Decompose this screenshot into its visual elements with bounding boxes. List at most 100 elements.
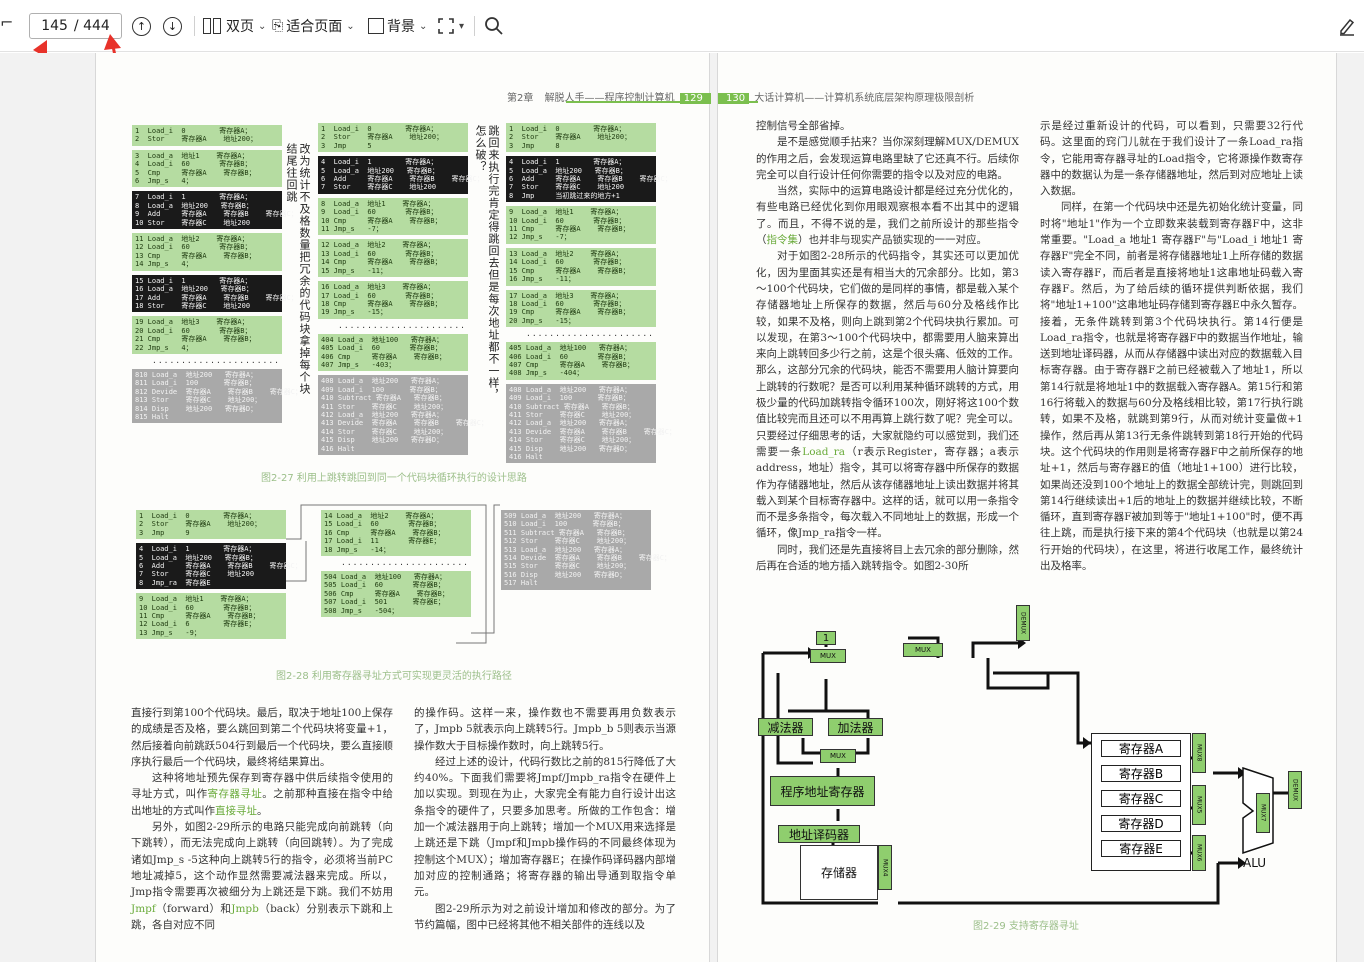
flow-line (286, 541, 307, 582)
current-page: 145 (41, 18, 68, 34)
right-page-number: 130 (718, 93, 750, 104)
fit-page-button[interactable]: ⎘ 适合页面 ⌄ (272, 13, 355, 39)
paragraph: 同样，在第一个代码块中还是先初始化统计变量，同时将"地址1"作为一个立即数来装载… (1040, 201, 1303, 573)
code-block: 504 Load_a 地址100 寄存器A； 505 Load_i 60 寄存器… (321, 571, 471, 618)
code-block: 15 Load_i 1 寄存器A； 16 Load_a 地址200 寄存器B； … (132, 274, 298, 313)
wire (761, 653, 878, 905)
mux8: MUX8 (1192, 733, 1206, 773)
code-block: 1 Load_i 0 寄存器A； 2 Stor 寄存器A 地址200； 3 Jm… (318, 123, 468, 153)
text-run: （back）分别表示下跳和上跳，各自对应不同 (131, 902, 393, 931)
background-button[interactable]: 背景 ⌄ (368, 13, 427, 39)
code-block: 1 Load_i 0 寄存器A； 2 Stor 寄存器A 地址200； 3 Jm… (506, 123, 656, 153)
wire-arrowhead (1238, 857, 1246, 869)
fullscreen-button[interactable]: ▾ (437, 13, 464, 39)
address-decoder-box: 地址译码器 (778, 825, 860, 843)
register-c: 寄存器C (1101, 790, 1181, 807)
wire-arrowhead (1083, 737, 1091, 749)
paragraph: 直接行到第100个代码块。最后，取决于地址100上保存的成绩是否及格，要么跳回到… (131, 707, 393, 768)
mux4: MUX4 (878, 845, 892, 890)
code-block: 1 Load_i 0 寄存器A； 2 Stor 寄存器A 地址200； (132, 125, 282, 146)
code-block: 3 Load_a 地址1 寄存器A； 4 Load_i 60 寄存器B； 5 C… (132, 149, 282, 188)
register-file: 寄存器A 寄存器B 寄存器C 寄存器D 寄存器E (1091, 733, 1191, 871)
term-instruction-set: 指令集 (766, 234, 799, 247)
paragraph: 当然，实际中的运算电路设计都是经过充分优化的，有些电路已经优化到你用眼观察根本看… (756, 183, 1019, 248)
demux-top: DEMUX (1016, 605, 1030, 641)
header-rule (566, 101, 711, 103)
paragraph: 对于如图2-28所示的代码指令，其实还可以更加优化，因为里面其实还是有相当大的冗… (756, 248, 1019, 541)
text-run: 当然，实际中的运算电路设计都是经过充分优化的，有些电路已经优化到你用眼观察根本看… (756, 185, 1019, 247)
code-block: 19 Load_a 地址3 寄存器A； 20 Load_i 60 寄存器B； 2… (132, 316, 282, 354)
chapter-label: 第2章 (507, 93, 534, 104)
figure-2-29-caption: 图2-29 支持寄存器寻址 (973, 921, 1079, 932)
paragraph: 示是经过重新设计的代码，可以看到，只需要32行代码。这里面的窍门儿就在于我们设计… (1040, 120, 1303, 198)
code-block: 1 Load_i 0 寄存器A； 2 Stor 寄存器A 地址200； 3 Jm… (136, 510, 286, 540)
paragraph: 另外，如图2-29所示的电路只能完成向前跳转（向下跳转），而无法完成向上跳转（向… (131, 819, 393, 933)
figure-2-27-note-2: 跳回来执行完肯定得跳回去但是每次地址都不一样，怎么破？ (474, 125, 500, 401)
prev-page-button[interactable]: ↑ (132, 13, 151, 39)
wire (993, 671, 1091, 745)
term-jmpf: Jmpf (131, 902, 156, 915)
book-title: 大话计算机——计算机系统底层架构原理极限剖析 (754, 93, 975, 104)
code-block: 16 Load_a 地址3 寄存器A； 17 Load_i 60 寄存器B； 1… (318, 281, 468, 319)
toolbar-divider (194, 16, 195, 36)
register-e: 寄存器E (1101, 840, 1181, 857)
search-button[interactable] (484, 13, 504, 39)
left-running-header: 第2章 解脱人手——程序控制计算机 129 (507, 89, 711, 104)
right-page-text-column-1: 控制信号全部省掉。 是不是感觉顺手拈来？当你深刻理解MUX/DEMUX的作用之后… (756, 118, 1019, 574)
code-block: 17 Load_a 地址3 寄存器A； 18 Load_i 60 寄存器B； 1… (506, 289, 656, 328)
chevron-down-icon: ⌄ (419, 20, 428, 32)
code-block: 12 Load_a 地址2 寄存器A； 13 Load_i 60 寄存器B； 1… (318, 239, 468, 278)
chevron-down-icon: ▾ (459, 20, 465, 32)
figure-2-28-column-1: 1 Load_i 0 寄存器A； 2 Stor 寄存器A 地址200； 3 Jm… (136, 510, 302, 643)
edit-button[interactable] (1338, 13, 1356, 39)
term-direct-addressing: 直接寻址 (215, 804, 257, 817)
page-number-input[interactable]: 145 / 444 (29, 13, 122, 39)
mux-top-1: MUX (810, 649, 846, 663)
mux5: MUX5 (1192, 785, 1206, 825)
demux-right: DEMUX (1288, 771, 1302, 809)
ellipsis-dots: ······················ (338, 322, 466, 332)
figure-2-27-column-1: 1 Load_i 0 寄存器A； 2 Stor 寄存器A 地址200； 3 Loa… (132, 125, 302, 427)
register-a: 寄存器A (1101, 740, 1181, 757)
constant-one-box: 1 (816, 631, 836, 645)
text-run: ）也并非与现实产品锁实现的一一对应。 (798, 234, 987, 247)
text-run: （r表示Register，寄存器；a表示address，地址）指令，其可以将寄存… (756, 445, 1019, 540)
fit-page-label: 适合页面 (286, 19, 343, 35)
text-run: （forward）和 (155, 902, 232, 915)
document-viewer[interactable]: 第2章 解脱人手——程序控制计算机 129 1 Load_i 0 寄存器A； 2… (0, 53, 1364, 962)
ellipsis-dots: ······················ (152, 357, 280, 367)
flow-line (286, 504, 487, 644)
next-page-button[interactable]: ↓ (163, 13, 182, 39)
left-page-text-column-1: 直接行到第100个代码块。最后，取决于地址100上保存的成绩是否及格，要么跳回到… (131, 705, 393, 933)
adder-box: 加法器 (828, 718, 883, 736)
code-block: 9 Load_a 地址1 寄存器A； 10 Load_i 60 寄存器B； 11… (506, 206, 656, 244)
wire (986, 658, 1050, 690)
wire (971, 641, 1018, 658)
fullscreen-icon (438, 18, 454, 34)
subtractor-box: 减法器 (758, 718, 813, 736)
paragraph: 的操作码。这样一来，操作数也不需要再用负数表示了，Jmpb 5就表示向上跳转5行… (414, 707, 676, 752)
background-icon (368, 18, 384, 34)
code-block: 404 Load_a 地址100 寄存器A； 405 Load_i 60 寄存器… (318, 333, 468, 372)
ellipsis-dots: ······················ (526, 331, 654, 341)
left-page-number: 129 (679, 93, 711, 104)
ellipsis-dots: ······················ (341, 560, 469, 570)
paragraph: 图2-29所示为对之前设计增加和修改的部分。为了节约篇幅，图中已经将其他不相关部… (414, 902, 676, 931)
code-block: 4 Load_i 1 寄存器A； 5 Load_a 地址200 寄存器B； 6 … (506, 156, 672, 203)
chevron-down-icon: ⌄ (258, 20, 267, 32)
term-register-addressing: 寄存器寻址 (207, 788, 263, 801)
red-arrowhead-right (104, 34, 121, 50)
program-counter-register: 程序地址寄存器 (770, 776, 875, 806)
dual-page-button[interactable]: 双页 ⌄ (203, 13, 266, 39)
figure-2-27-column-3: 1 Load_i 0 寄存器A； 2 Stor 寄存器A 地址200； 3 Jm… (506, 123, 676, 467)
background-label: 背景 (387, 19, 415, 35)
figure-2-29-diagram: 1 MUX MUX DEMUX 减法器 加法器 MUX 程序地址寄存器 地址译码… (748, 605, 1308, 913)
paragraph: 这种将地址预先保存到寄存器中供后续指令使用的寻址方式，叫作寄存器寻址。之前那种直… (131, 770, 393, 819)
wire-arrowhead (1238, 767, 1246, 779)
right-page-text-column-2: 示是经过重新设计的代码，可以看到，只需要32行代码。这里面的窍门儿就在于我们设计… (1040, 118, 1303, 574)
text-run: 这种将地址预先保存到寄存器中供后续指令使用的寻址方式，叫作 (131, 772, 393, 801)
figure-2-28-flow-lines (286, 504, 500, 644)
right-page: 130 大话计算机——计算机系统底层架构原理极限剖析 控制信号全部省掉。 是不是… (717, 53, 1337, 962)
chevron-down-icon: ⌄ (346, 20, 355, 32)
code-block: 408 Load_a 地址200 寄存器A； 409 Load_i 100 寄存… (506, 383, 676, 464)
